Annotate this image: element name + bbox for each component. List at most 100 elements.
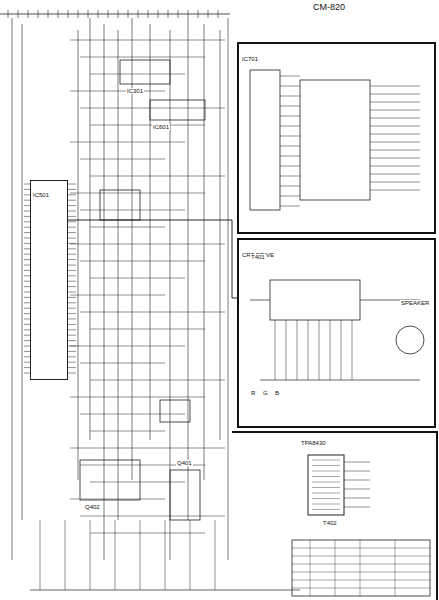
part-label: T402 xyxy=(322,520,338,526)
wire xyxy=(68,297,76,298)
wire xyxy=(68,308,76,309)
wire xyxy=(90,176,225,177)
wire xyxy=(370,94,420,95)
wire xyxy=(344,480,370,481)
wire xyxy=(292,564,430,565)
component-outline xyxy=(160,400,190,422)
wire xyxy=(78,30,79,480)
wire xyxy=(292,572,430,573)
wire xyxy=(80,414,185,415)
wire xyxy=(70,448,225,449)
signal-wire xyxy=(68,220,237,298)
section-label: IC701 xyxy=(242,56,258,63)
wire xyxy=(70,499,165,500)
part-label: Q401 xyxy=(176,460,193,466)
wire xyxy=(68,356,76,357)
wire xyxy=(70,193,205,194)
wire xyxy=(68,227,76,228)
wire xyxy=(68,275,76,276)
component-outline xyxy=(300,80,370,200)
wire xyxy=(80,57,205,58)
wire xyxy=(38,10,39,18)
wire xyxy=(80,312,225,313)
wire xyxy=(68,362,76,363)
wire xyxy=(90,431,165,432)
wire xyxy=(68,367,76,368)
wire xyxy=(280,126,300,127)
component-outline xyxy=(250,70,280,210)
wire xyxy=(178,10,179,18)
wire xyxy=(280,76,300,77)
wire xyxy=(280,196,300,197)
wire xyxy=(150,24,151,440)
wire xyxy=(330,320,331,380)
circuit-section: IC701 xyxy=(237,42,436,234)
part-label: R xyxy=(250,390,256,396)
wire xyxy=(148,10,149,18)
wire xyxy=(292,580,430,581)
wire xyxy=(312,476,340,477)
wire xyxy=(280,106,300,107)
wire xyxy=(80,261,205,262)
wire xyxy=(70,91,165,92)
section-border xyxy=(232,432,437,600)
wire xyxy=(312,460,340,461)
wire xyxy=(104,24,105,560)
wire xyxy=(68,238,76,239)
wire xyxy=(90,482,185,483)
wire xyxy=(158,10,159,18)
wire xyxy=(395,540,396,596)
wire xyxy=(370,174,420,175)
wire xyxy=(68,313,76,314)
wire xyxy=(80,108,225,109)
wire xyxy=(70,40,225,41)
wire xyxy=(68,324,76,325)
wire xyxy=(68,302,76,303)
wire xyxy=(58,10,59,18)
wire xyxy=(292,548,430,549)
section-label: IC501 xyxy=(33,192,49,199)
wire xyxy=(0,14,230,15)
wire xyxy=(280,116,300,117)
wire xyxy=(48,10,49,18)
wire xyxy=(80,363,165,364)
wire xyxy=(344,471,370,472)
wire xyxy=(370,86,420,87)
wire xyxy=(68,184,76,185)
wire xyxy=(90,125,205,126)
wire xyxy=(108,10,109,18)
wire xyxy=(188,18,189,520)
wire xyxy=(68,211,76,212)
wire xyxy=(370,166,420,167)
wire xyxy=(260,380,420,381)
part-label: TPA8430 xyxy=(300,440,327,446)
part-label: T401 xyxy=(250,254,266,260)
wire xyxy=(68,194,76,195)
wire xyxy=(138,10,139,18)
wire xyxy=(68,340,76,341)
wire xyxy=(312,493,340,494)
wire xyxy=(68,335,76,336)
wire xyxy=(335,540,336,596)
wire xyxy=(312,504,340,505)
part-label: G xyxy=(262,390,269,396)
part-label: SPEAKER xyxy=(400,300,430,306)
wire xyxy=(68,292,76,293)
wire xyxy=(312,487,340,488)
wire xyxy=(370,190,420,191)
wire xyxy=(215,520,216,590)
wire xyxy=(312,509,340,510)
page-title: CM-820 xyxy=(312,2,346,12)
wire xyxy=(344,462,370,463)
part-label: IC601 xyxy=(152,124,170,130)
wire xyxy=(312,465,340,466)
wire xyxy=(22,24,23,520)
wire xyxy=(280,136,300,137)
wire xyxy=(188,10,189,18)
wire xyxy=(98,10,99,18)
wire xyxy=(280,166,300,167)
component-outline xyxy=(270,280,360,320)
wire xyxy=(90,74,185,75)
wire xyxy=(352,320,353,380)
